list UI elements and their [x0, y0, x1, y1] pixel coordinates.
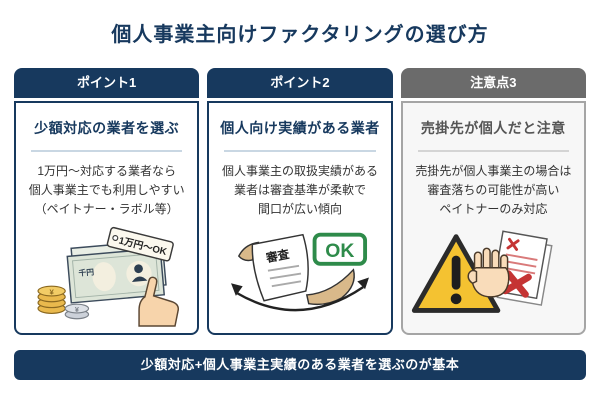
- card-3-text: 売掛先が個人事業主の場合は 審査落ちの可能性が高い ペイトナーのみ対応: [403, 162, 584, 219]
- money-illustration: 千円 1万円〜OK: [16, 225, 197, 327]
- warning-rejected-icon: [412, 230, 553, 313]
- card-1-line-1: 1万円〜対応する業者なら: [37, 164, 176, 178]
- card-2-line-3: 間口が広い傾向: [257, 202, 342, 216]
- cards-row: ポイント1 少額対応の業者を選ぶ 1万円〜対応する業者なら 個人事業主でも利用し…: [14, 68, 586, 335]
- card-caution-3: 注意点3 売掛先が個人だと注意 売掛先が個人事業主の場合は 審査落ちの可能性が高…: [400, 68, 586, 335]
- card-3-title: 売掛先が個人だと注意: [420, 120, 566, 136]
- card-2-body: 個人向け実績がある業者 個人事業主の取扱実績がある 業者は審査基準が柔軟で 間口…: [207, 101, 393, 335]
- card-3-divider: [417, 150, 569, 152]
- paper-text-lines: [267, 264, 302, 288]
- card-2-line-1: 個人事業主の取扱実績がある: [221, 164, 378, 178]
- page-title: 個人事業主向けファクタリングの選び方: [111, 24, 489, 46]
- paper-curl-right: [305, 268, 355, 306]
- gold-coin-symbol: ¥: [49, 287, 54, 296]
- ok-stamp: [312, 232, 368, 266]
- card-1-line-3: （ペイトナー・ラボル等）: [34, 202, 179, 216]
- card-1-text: 1万円〜対応する業者なら 個人事業主でも利用しやすい （ペイトナー・ラボル等）: [16, 162, 197, 219]
- card-2-text: 個人事業主の取扱実績がある 業者は審査基準が柔軟で 間口が広い傾向: [209, 162, 390, 219]
- silver-coin-symbol: ¥: [75, 305, 80, 314]
- card-2-badge: ポイント2: [207, 68, 393, 98]
- card-3-line-2: 審査落ちの可能性が高い: [427, 183, 560, 197]
- card-2-line-2: 業者は審査基準が柔軟で: [233, 183, 366, 197]
- card-3-badge: 注意点3: [400, 68, 586, 98]
- flex-arrow: [236, 286, 364, 312]
- doc-big-x: [502, 270, 533, 298]
- doc-small-x: [506, 237, 520, 251]
- card-2-divider: [224, 150, 376, 152]
- flexible-screening-icon: 審査 OK: [231, 232, 369, 312]
- money-coins-icon: 千円 1万円〜OK: [37, 226, 179, 327]
- doc-text-lines: [503, 253, 538, 275]
- pointing-hand: [137, 276, 179, 327]
- bill-label: 千円: [78, 267, 95, 278]
- card-point-2: ポイント2 個人向け実績がある業者 個人事業主の取扱実績がある 業者は審査基準が…: [207, 68, 393, 335]
- card-1-title: 少額対応の業者を選ぶ: [34, 120, 180, 136]
- silver-coins: ¥: [64, 303, 89, 320]
- card-2-title: 個人向け実績がある業者: [220, 120, 380, 136]
- ok-stamp-label: OK: [325, 240, 354, 262]
- flex-arrow-head-left: [231, 283, 243, 296]
- card-3-line-3: ペイトナーのみ対応: [439, 202, 548, 216]
- stop-hand: [467, 247, 510, 298]
- screening-paper: [251, 233, 309, 302]
- card-point-1: ポイント1 少額対応の業者を選ぶ 1万円〜対応する業者なら 個人事業主でも利用し…: [14, 68, 200, 335]
- card-1-badge: ポイント1: [14, 68, 200, 98]
- screening-paper-label: 審査: [264, 247, 291, 265]
- card-1-line-2: 個人事業主でも利用しやすい: [28, 183, 185, 197]
- card-1-divider: [31, 150, 183, 152]
- flex-arrow-head-right: [357, 277, 369, 290]
- card-3-line-1: 売掛先が個人事業主の場合は: [415, 164, 572, 178]
- exclamation-dot: [451, 293, 462, 305]
- gold-coins: ¥: [37, 285, 66, 314]
- footer-summary-bar: 少額対応+個人事業主実績のある業者を選ぶのが基本: [14, 350, 586, 380]
- card-3-body: 売掛先が個人だと注意 売掛先が個人事業主の場合は 審査落ちの可能性が高い ペイト…: [400, 101, 586, 335]
- screening-illustration: 審査 OK: [209, 225, 390, 327]
- card-1-body: 少額対応の業者を選ぶ 1万円〜対応する業者なら 個人事業主でも利用しやすい （ペ…: [14, 101, 200, 335]
- warning-illustration: [403, 225, 584, 327]
